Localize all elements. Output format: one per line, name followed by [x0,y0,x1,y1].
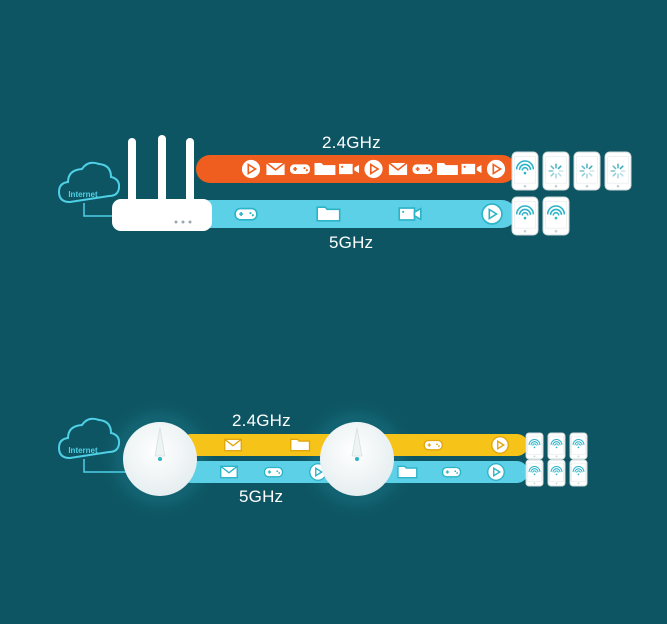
internet-label: Internet [68,446,98,455]
internet-cloud-icon: Internet [57,417,121,460]
gamepad-icon [263,466,284,478]
cable [83,459,126,473]
mail-icon [387,161,409,177]
video-icon [337,162,361,176]
mail-icon [264,161,287,177]
video-icon [459,162,484,176]
folder-icon [290,438,311,452]
phone-wifi-icon [511,151,539,191]
folder-icon [435,161,460,177]
phone-wifi-icon [569,432,588,460]
gamepad-icon [288,162,312,176]
cable [83,203,112,217]
phone-wifi-icon [547,459,566,487]
router-icon [112,135,212,231]
gamepad-icon [410,162,435,176]
band-5-label: 5GHz [329,233,374,252]
band-5-icons [234,203,503,225]
phone-loading-icon [604,151,632,191]
play-icon [240,158,262,180]
internet-cloud-icon: Internet [57,161,121,204]
phone-wifi-icon [542,196,570,236]
play-icon [491,436,509,454]
band-5-phones [525,459,588,487]
phone-wifi-icon [547,432,566,460]
folder-icon [397,465,418,479]
folder-icon [316,206,341,222]
mail-icon [220,465,238,479]
mesh-node-icon [123,422,197,496]
play-icon [481,203,503,225]
band-5ghz [196,200,516,228]
gamepad-icon [423,439,443,451]
folder-icon [312,161,338,177]
play-icon [485,158,507,180]
play-icon [487,463,505,481]
band-5-label: 5GHz [239,487,284,506]
phone-wifi-icon [525,432,544,460]
internet-label: Internet [68,190,98,199]
band-24-icons [240,158,507,180]
phone-loading-icon [573,151,601,191]
top-diagram: Internet [57,135,632,236]
mail-icon [224,438,242,452]
gamepad-icon [234,207,258,221]
mesh-node-icon [320,422,394,496]
phone-loading-icon [542,151,570,191]
phone-wifi-icon [525,459,544,487]
bottom-diagram: Internet [57,397,588,521]
band-24-phones [511,151,632,191]
phone-wifi-icon [511,196,539,236]
play-icon [362,158,385,180]
video-icon [398,207,422,221]
gamepad-icon [441,466,462,478]
band-24-phones [525,432,588,460]
band-24-label: 2.4GHz [322,133,381,152]
band-24-label: 2.4GHz [232,411,291,430]
band-5-phones [511,196,570,236]
phone-wifi-icon [569,459,588,487]
